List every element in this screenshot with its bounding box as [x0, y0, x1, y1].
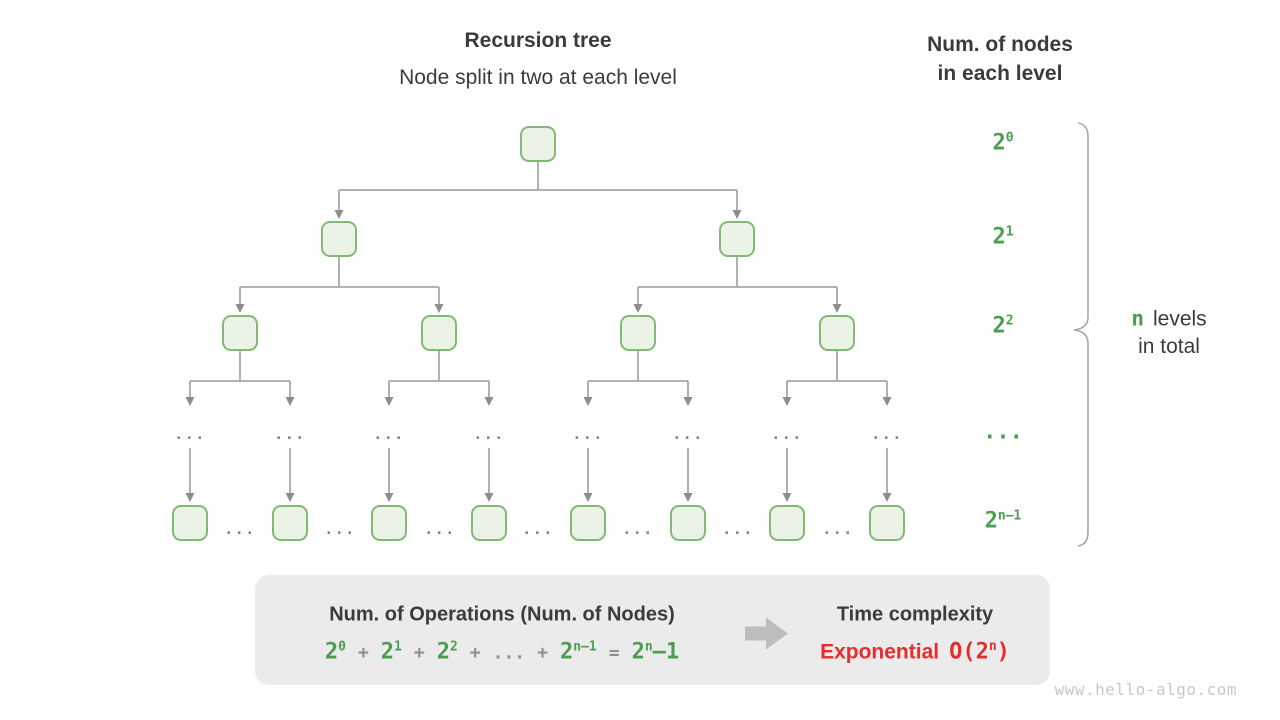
formula-token: + — [413, 642, 425, 664]
levels-note-n: n — [1131, 306, 1144, 331]
tree-ellipsis: ... — [174, 425, 206, 443]
level-label: 21 — [992, 224, 1014, 250]
tree-node — [670, 505, 706, 541]
operations-title: Num. of Operations (Num. of Nodes) — [329, 603, 675, 626]
complexity-result-label: Exponential — [820, 640, 940, 664]
formula-token: + — [357, 642, 369, 664]
tree-ellipsis: ... — [274, 425, 306, 443]
formula-token: 20 — [324, 639, 346, 665]
nodes-per-level-heading-line1: Num. of nodes — [927, 33, 1073, 56]
tree-node — [620, 315, 656, 351]
tree-ellipsis: ... — [822, 520, 854, 538]
level-label: 2n–1 — [984, 508, 1022, 534]
tree-ellipsis: ... — [572, 425, 604, 443]
level-label: 20 — [992, 130, 1014, 156]
time-complexity-title: Time complexity — [836, 603, 994, 626]
tree-ellipsis: ... — [324, 520, 356, 538]
diagram-title: Recursion tree — [464, 29, 612, 52]
tree-node — [471, 505, 507, 541]
tree-node — [819, 315, 855, 351]
summary-box: Num. of Operations (Num. of Nodes) 20 +21… — [255, 575, 1050, 685]
tree-node — [570, 505, 606, 541]
tree-ellipsis: ... — [622, 520, 654, 538]
tree-ellipsis: ... — [722, 520, 754, 538]
formula-token: + — [537, 642, 548, 664]
tree-ellipsis: ... — [672, 425, 704, 443]
operations-formula: 20 +21 +22 +... +2n–1 = 2n–1 — [325, 639, 679, 664]
formula-token: + — [469, 642, 481, 664]
site-watermark: www.hello-algo.com — [1054, 680, 1237, 699]
tree-node — [719, 221, 755, 257]
levels-note-line2: in total — [1138, 335, 1200, 358]
levels-note-rest: levels — [1152, 307, 1207, 331]
level-label: 22 — [992, 313, 1014, 339]
tree-node — [869, 505, 905, 541]
tree-ellipsis: ... — [224, 520, 256, 538]
complexity-notation: O(2n) — [949, 639, 1010, 665]
level-label: ... — [983, 419, 1023, 445]
tree-node — [520, 126, 556, 162]
nodes-per-level-heading-line2: in each level — [937, 62, 1063, 85]
implies-arrow-icon — [745, 617, 788, 650]
tree-ellipsis: ... — [473, 425, 505, 443]
tree-ellipsis: ... — [373, 425, 405, 443]
tree-node — [321, 221, 357, 257]
complexity-result: Exponential O(2n) — [820, 639, 1010, 664]
tree-node — [769, 505, 805, 541]
tree-node — [421, 315, 457, 351]
tree-node — [272, 505, 308, 541]
formula-token: 21 — [380, 639, 402, 665]
tree-ellipsis: ... — [871, 425, 903, 443]
formula-token: ... — [492, 642, 526, 664]
tree-node — [222, 315, 258, 351]
formula-token: = — [608, 642, 620, 664]
tree-node — [172, 505, 208, 541]
tree-ellipsis: ... — [771, 425, 803, 443]
formula-token: 2n–1 — [631, 639, 680, 665]
formula-token: 2n–1 — [559, 639, 597, 665]
tree-ellipsis: ... — [424, 520, 456, 538]
diagram-subtitle: Node split in two at each level — [399, 66, 677, 89]
tree-node — [371, 505, 407, 541]
formula-token: 22 — [436, 639, 458, 665]
tree-ellipsis: ... — [522, 520, 554, 538]
